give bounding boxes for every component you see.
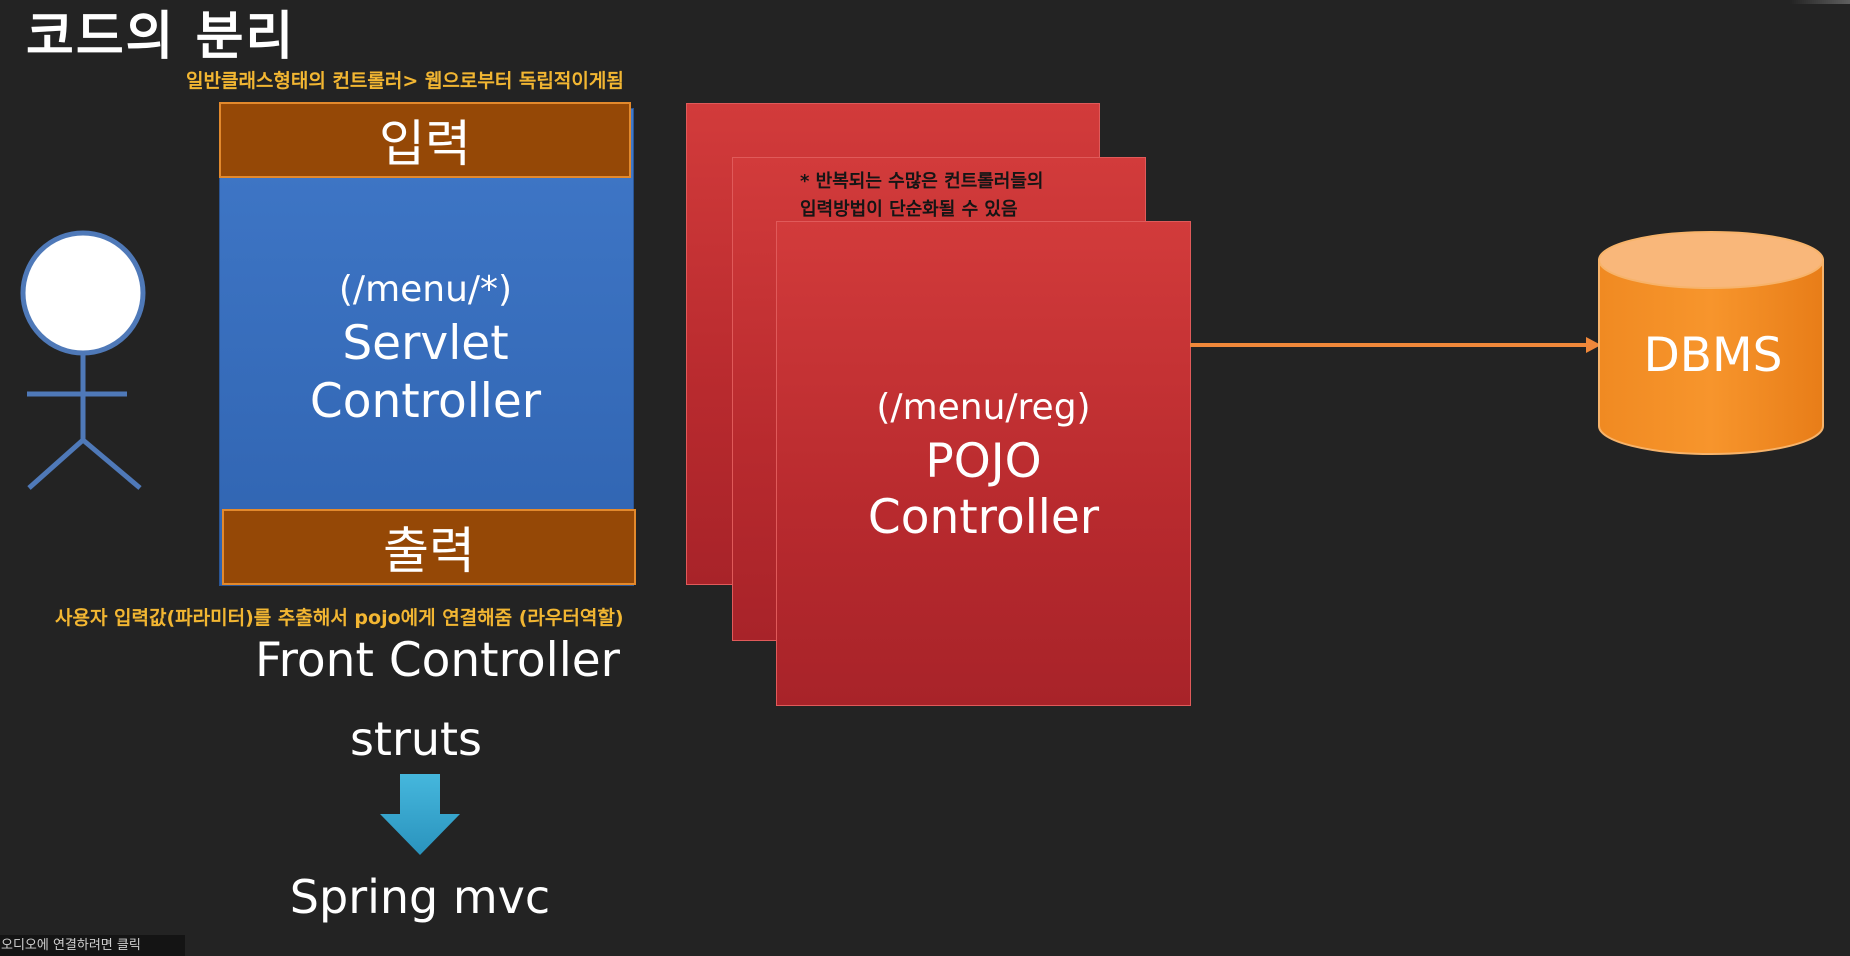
slide-title: 코드의 분리 — [26, 7, 296, 67]
servlet-controller-label: (/menu/*) Servlet Controller — [219, 265, 632, 431]
corner-decoration — [1790, 0, 1850, 4]
input-bar: 입력 — [219, 102, 631, 178]
output-bar: 출력 — [222, 509, 636, 585]
pojo-note-line1: * 반복되는 수많은 컨트롤러들의 — [800, 171, 1044, 192]
arrow-right-icon — [1190, 337, 1601, 353]
stick-figure-icon — [20, 230, 146, 490]
pojo-line2: Controller — [867, 490, 1100, 545]
spring-mvc-label: Spring mvc — [289, 870, 551, 924]
pojo-line1: POJO — [925, 434, 1042, 489]
front-controller-label: Front Controller — [255, 633, 621, 688]
pojo-path: (/menu/reg) — [876, 387, 1091, 428]
pojo-controller-label: (/menu/reg) POJO Controller — [776, 382, 1191, 546]
dbms-label: DBMS — [1643, 328, 1783, 383]
pojo-note: * 반복되는 수많은 컨트롤러들의 입력방법이 단순화될 수 있음 — [800, 168, 1044, 224]
arrow-down-icon — [380, 774, 460, 855]
servlet-path: (/menu/*) — [338, 269, 513, 310]
cylinder-database-icon — [1598, 231, 1824, 455]
struts-label: struts — [349, 712, 483, 766]
note-bottom: 사용자 입력값(파라미터)를 추출해서 pojo에게 연결해줌 (라우터역할) — [55, 607, 624, 629]
servlet-line1: Servlet — [342, 316, 509, 371]
note-top: 일반클래스형태의 컨트롤러> 웹으로부터 독립적이게됨 — [186, 70, 624, 92]
pojo-note-line2: 입력방법이 단순화될 수 있음 — [800, 199, 1018, 220]
audio-connect-button[interactable]: 오디오에 연결하려면 클릭 — [0, 935, 185, 956]
pojo-card-front — [776, 221, 1191, 706]
servlet-line2: Controller — [309, 374, 542, 429]
